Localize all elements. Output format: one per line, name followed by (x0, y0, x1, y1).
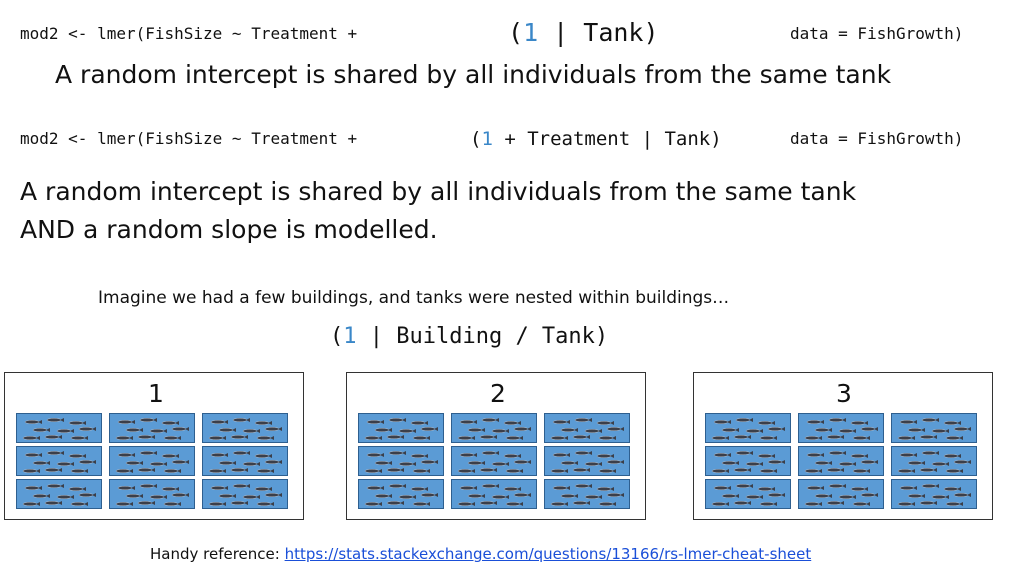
building-label: 3 (836, 379, 852, 408)
formula-1-random-term: (1 | Tank) (508, 18, 659, 47)
building-label: 1 (148, 379, 164, 408)
tank (358, 446, 444, 476)
fish-icon (457, 418, 531, 440)
tank (798, 479, 884, 509)
nested-formula: (1 | Building / Tank) (330, 324, 608, 349)
fish-icon (208, 451, 282, 473)
tank (705, 479, 791, 509)
nested-text: Imagine we had a few buildings, and tank… (98, 288, 730, 308)
building-1: 1 (4, 372, 304, 520)
tank (202, 413, 288, 443)
reference-line: Handy reference: https://stats.stackexch… (150, 545, 811, 563)
fish-icon (804, 418, 878, 440)
paren: ( (508, 18, 524, 47)
fish-icon (115, 418, 189, 440)
fish-icon (457, 484, 531, 506)
fish-icon (711, 418, 785, 440)
grouping: | Building / Tank) (356, 324, 609, 349)
reference-link[interactable]: https://stats.stackexchange.com/question… (284, 545, 812, 563)
paren: ( (470, 128, 482, 150)
tank (891, 479, 977, 509)
tank-grid (16, 413, 288, 509)
tank (705, 446, 791, 476)
tank (202, 479, 288, 509)
fish-icon (804, 484, 878, 506)
building-3: 3 (693, 372, 993, 520)
tank (451, 413, 537, 443)
fish-icon (22, 451, 96, 473)
fish-icon (364, 451, 438, 473)
fish-icon (711, 451, 785, 473)
formula-1-left: mod2 <- lmer(FishSize ~ Treatment + (20, 24, 358, 43)
tank (109, 446, 195, 476)
tank (109, 413, 195, 443)
tank (891, 446, 977, 476)
fish-icon (550, 418, 624, 440)
fish-icon (550, 484, 624, 506)
tank (798, 413, 884, 443)
tank (358, 413, 444, 443)
tank (16, 446, 102, 476)
fish-icon (115, 451, 189, 473)
tank (544, 479, 630, 509)
intercept-one: 1 (343, 324, 357, 349)
tank (358, 479, 444, 509)
grouping: | Tank) (538, 18, 659, 47)
building-label: 2 (490, 379, 506, 408)
formula-2-right: data = FishGrowth) (790, 129, 964, 148)
caption-2: A random intercept is shared by all indi… (20, 173, 856, 249)
caption-2-line-a: A random intercept is shared by all indi… (20, 177, 857, 206)
intercept-one: 1 (481, 128, 493, 150)
fish-icon (457, 451, 531, 473)
tank (891, 413, 977, 443)
building-2: 2 (346, 372, 646, 520)
formula-2-random-term: (1 + Treatment | Tank) (470, 128, 722, 150)
tank (451, 446, 537, 476)
grouping: + Treatment | Tank) (492, 128, 722, 150)
fish-icon (804, 451, 878, 473)
fish-icon (364, 418, 438, 440)
tank (798, 446, 884, 476)
fish-icon (897, 418, 971, 440)
intercept-one: 1 (523, 18, 539, 47)
tank (109, 479, 195, 509)
fish-icon (208, 484, 282, 506)
caption-2-line-b: AND a random slope is modelled. (20, 215, 438, 244)
fish-icon (22, 484, 96, 506)
fish-icon (208, 418, 282, 440)
paren: ( (330, 324, 344, 349)
tank (705, 413, 791, 443)
tank (202, 446, 288, 476)
fish-icon (115, 484, 189, 506)
fish-icon (897, 451, 971, 473)
tank (544, 446, 630, 476)
fish-icon (711, 484, 785, 506)
fish-icon (364, 484, 438, 506)
fish-icon (897, 484, 971, 506)
tank (544, 413, 630, 443)
tank-grid (705, 413, 977, 509)
tank (16, 479, 102, 509)
fish-icon (22, 418, 96, 440)
tank (16, 413, 102, 443)
caption-1: A random intercept is shared by all indi… (55, 60, 892, 89)
formula-2-left: mod2 <- lmer(FishSize ~ Treatment + (20, 129, 358, 148)
tank (451, 479, 537, 509)
formula-1-right: data = FishGrowth) (790, 24, 964, 43)
tank-grid (358, 413, 630, 509)
fish-icon (550, 451, 624, 473)
reference-label: Handy reference: (150, 545, 285, 563)
